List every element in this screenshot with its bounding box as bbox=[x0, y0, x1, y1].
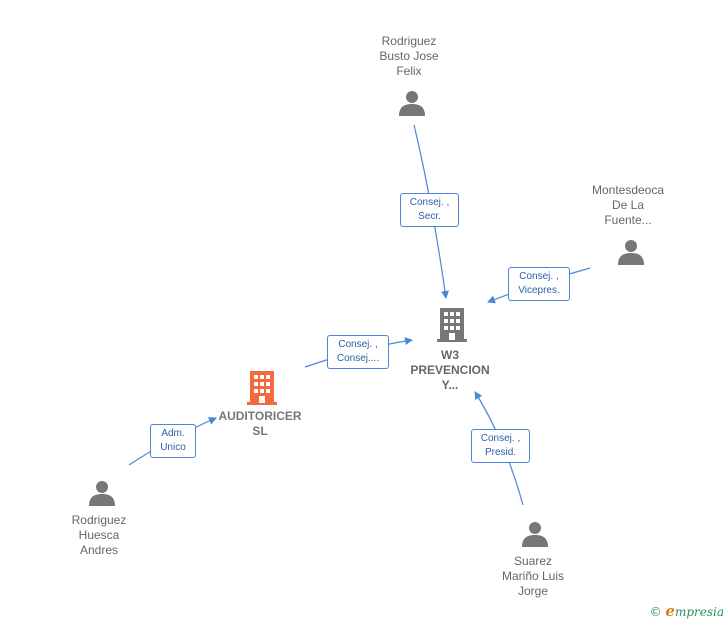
node-label-line: Jorge bbox=[517, 584, 549, 598]
node-label-line: W3 bbox=[441, 348, 459, 362]
edge-label-line: Consej.... bbox=[336, 353, 380, 364]
node-label-line: Montesdeoca bbox=[591, 183, 665, 197]
node-label-line: Huesca bbox=[78, 528, 120, 542]
node-label-line: Rodriguez bbox=[71, 513, 127, 527]
copyright-symbol: © bbox=[649, 605, 662, 619]
edge-label-line: Adm. bbox=[161, 428, 185, 439]
edge-label-line: Secr. bbox=[418, 211, 441, 222]
node-label-line: Y... bbox=[441, 378, 459, 392]
person-icon bbox=[522, 522, 548, 547]
node-suarez[interactable]: Suarez Mariño Luis Jorge bbox=[483, 554, 583, 599]
edge-label-line: Consej. , bbox=[409, 197, 450, 208]
node-w3-prevencion[interactable]: W3 PREVENCION Y... bbox=[400, 348, 500, 393]
edge-label-line: Consej. , bbox=[519, 271, 559, 282]
node-label-line: PREVENCION bbox=[410, 363, 490, 377]
edge-label-line: Presid. bbox=[484, 447, 517, 458]
edge-label-busto[interactable]: Consej. , Secr. bbox=[400, 193, 459, 227]
person-icon bbox=[399, 91, 425, 116]
building-icon bbox=[437, 308, 467, 342]
edge-label-line: Consej. , bbox=[480, 433, 521, 444]
node-rodriguez-huesca[interactable]: Rodriguez Huesca Andres bbox=[49, 513, 149, 558]
edge-label-suarez[interactable]: Consej. , Presid. bbox=[471, 429, 530, 463]
node-label-line: Andres bbox=[79, 543, 119, 557]
brand-initial: e bbox=[665, 602, 675, 620]
brand-name: mpresia bbox=[674, 605, 724, 619]
person-icon bbox=[89, 481, 115, 506]
edge-label-montesdeoca[interactable]: Consej. , Vicepres. bbox=[508, 267, 570, 301]
node-label-line: Busto Jose bbox=[379, 49, 439, 63]
node-label-line: Rodriguez bbox=[381, 34, 437, 48]
node-label-line: Mariño Luis bbox=[501, 569, 565, 583]
node-label-line: De La bbox=[611, 198, 645, 212]
edge-label-line: Consej. , bbox=[338, 339, 378, 350]
edge-label-auditoricer[interactable]: Consej. , Consej.... bbox=[327, 335, 389, 369]
edge-label-line: Vicepres. bbox=[518, 285, 560, 296]
building-icon bbox=[247, 371, 277, 405]
node-montesdeoca[interactable]: Montesdeoca De La Fuente... bbox=[578, 183, 678, 228]
node-auditoricer[interactable]: AUDITORICER SL bbox=[210, 409, 310, 439]
empresia-watermark: © empresia bbox=[650, 602, 724, 620]
edge-label-huesca[interactable]: Adm. Unico bbox=[150, 424, 196, 458]
node-label-line: Felix bbox=[396, 64, 422, 78]
person-icon bbox=[618, 240, 644, 265]
edge-label-line: Unico bbox=[160, 442, 186, 453]
node-label-line: AUDITORICER bbox=[218, 409, 302, 423]
node-label-line: Suarez bbox=[513, 554, 553, 568]
node-label-line: Fuente... bbox=[604, 213, 652, 227]
node-rodriguez-busto[interactable]: Rodriguez Busto Jose Felix bbox=[359, 34, 459, 79]
node-label-line: SL bbox=[252, 424, 268, 438]
